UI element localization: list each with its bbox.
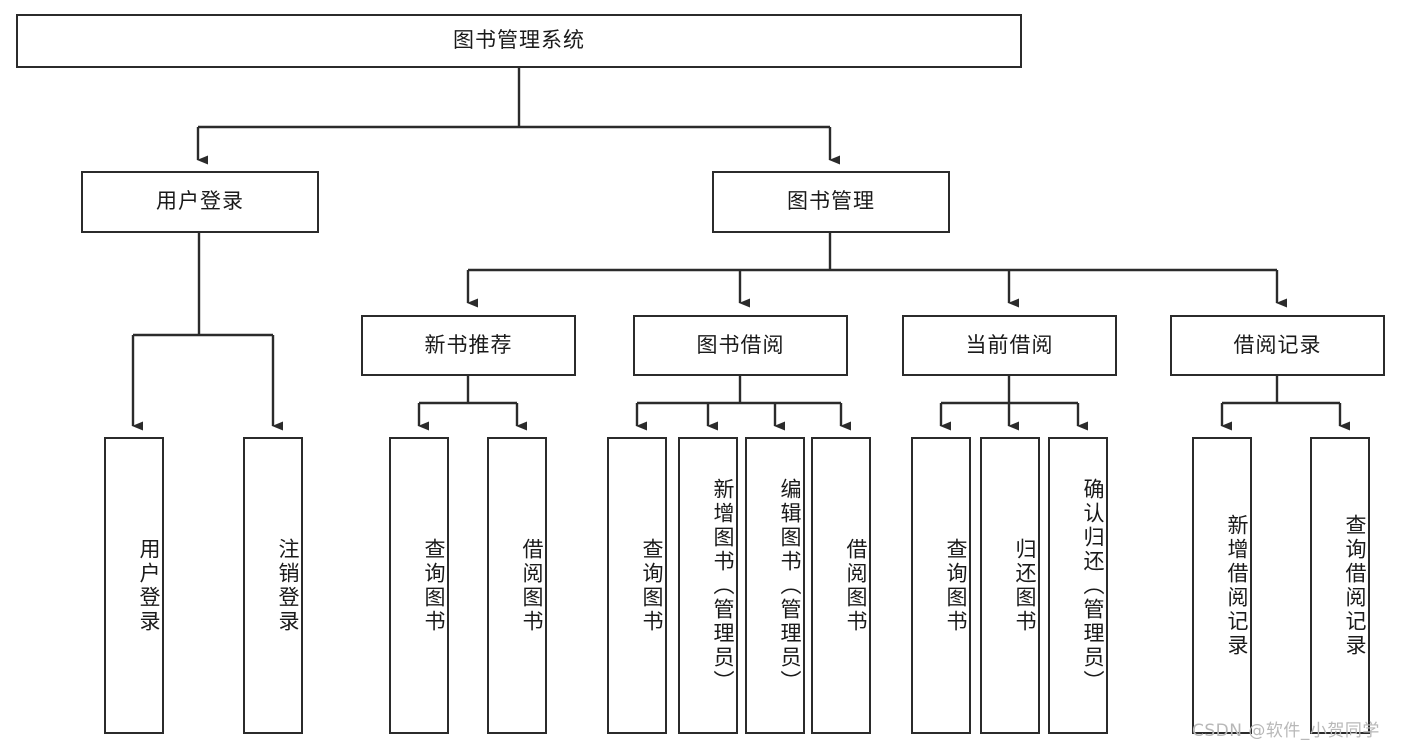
leaf-book-borrow-query-book[interactable]: 查询图书 (607, 437, 667, 734)
node-label: 新增借阅记录 (1225, 513, 1249, 658)
node-label: 注销登录 (276, 537, 300, 634)
node-label: 新书推荐 (424, 332, 513, 357)
node-label: 图书管理 (787, 189, 875, 214)
leaf-borrow-record-add-record[interactable]: 新增借阅记录 (1192, 437, 1252, 734)
node-label: 查询图书 (944, 537, 968, 634)
leaf-current-borrow-query-book[interactable]: 查询图书 (911, 437, 971, 734)
node-label: 查询图书 (422, 537, 446, 634)
node-label: 当前借阅 (965, 332, 1054, 357)
leaf-user-login-login[interactable]: 用户登录 (104, 437, 164, 734)
leaf-book-borrow-edit-book-admin[interactable]: 编辑图书（管理员） (745, 437, 805, 734)
node-label: 编辑图书（管理员） (778, 477, 802, 694)
leaf-book-borrow-add-book-admin[interactable]: 新增图书（管理员） (678, 437, 738, 734)
node-label: 查询图书 (640, 537, 664, 634)
node-root-book-management-system[interactable]: 图书管理系统 (16, 14, 1022, 68)
node-borrow-record[interactable]: 借阅记录 (1170, 315, 1385, 376)
leaf-book-borrow-borrow-book[interactable]: 借阅图书 (811, 437, 871, 734)
node-label: 归还图书 (1013, 537, 1037, 634)
node-book-management[interactable]: 图书管理 (712, 171, 950, 233)
node-label: 借阅图书 (844, 537, 868, 634)
node-current-borrow[interactable]: 当前借阅 (902, 315, 1117, 376)
leaf-current-borrow-confirm-return-admin[interactable]: 确认归还（管理员） (1048, 437, 1108, 734)
node-label: 确认归还（管理员） (1081, 477, 1105, 694)
node-user-login[interactable]: 用户登录 (81, 171, 319, 233)
node-label: 图书借阅 (696, 332, 785, 357)
csdn-watermark: CSDN @软件_小贺同学 (1192, 721, 1380, 741)
leaf-new-book-query-book[interactable]: 查询图书 (389, 437, 449, 734)
leaf-new-book-borrow-book[interactable]: 借阅图书 (487, 437, 547, 734)
leaf-borrow-record-query-record[interactable]: 查询借阅记录 (1310, 437, 1370, 734)
node-book-borrow[interactable]: 图书借阅 (633, 315, 848, 376)
node-label: 图书管理系统 (453, 28, 585, 53)
node-label: 借阅记录 (1233, 332, 1322, 357)
leaf-user-login-logout[interactable]: 注销登录 (243, 437, 303, 734)
node-label: 借阅图书 (520, 537, 544, 634)
node-label: 新增图书（管理员） (711, 477, 735, 694)
node-label: 查询借阅记录 (1343, 513, 1367, 658)
node-new-book-recommend[interactable]: 新书推荐 (361, 315, 576, 376)
node-label: 用户登录 (137, 537, 161, 634)
leaf-current-borrow-return-book[interactable]: 归还图书 (980, 437, 1040, 734)
node-label: 用户登录 (156, 189, 244, 214)
